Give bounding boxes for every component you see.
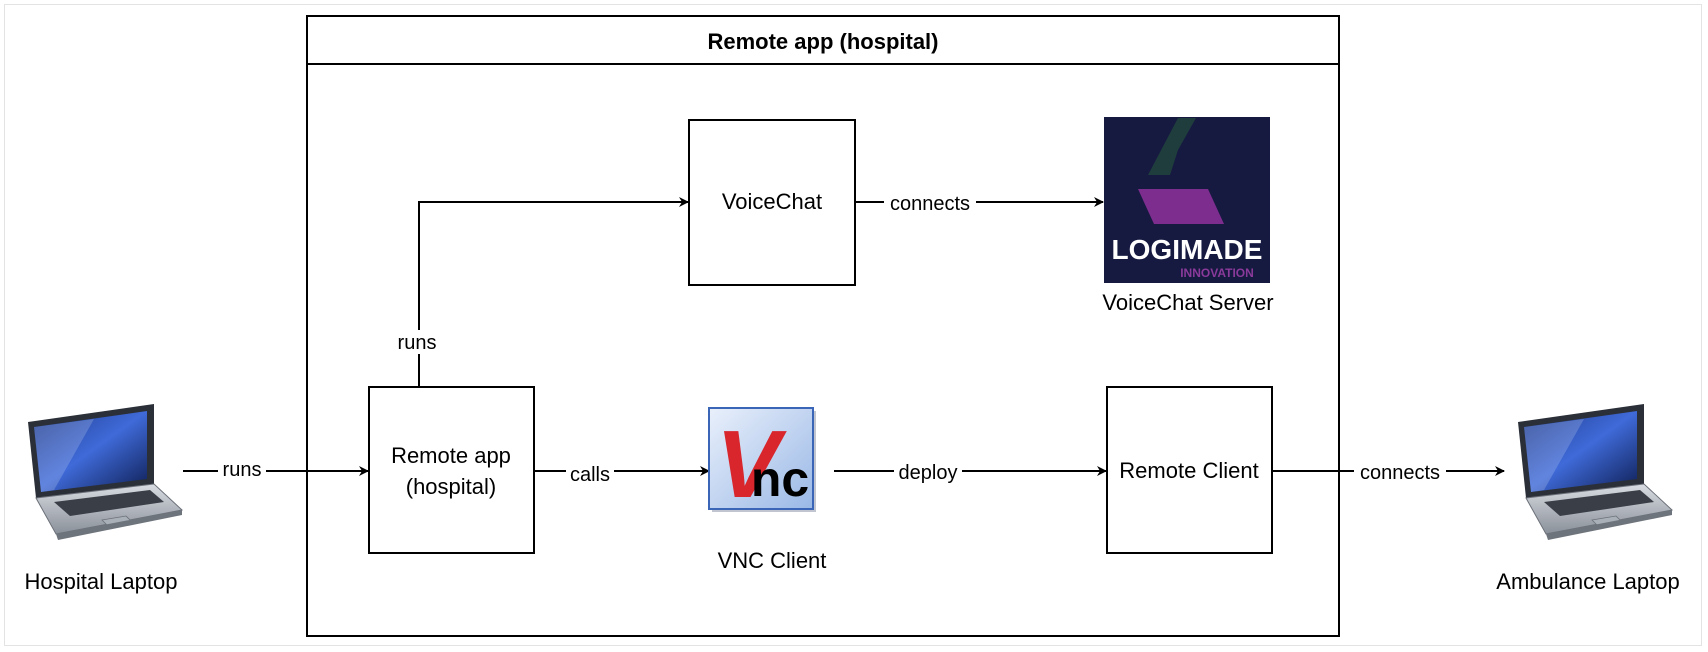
edge-app-to-voicechat: [418, 197, 689, 387]
remote-app-label-line1: Remote app: [391, 443, 511, 468]
hospital-laptop: Hospital Laptop: [25, 403, 183, 594]
voicechat-node: VoiceChat: [688, 119, 856, 286]
logo-subtext: INNOVATION: [1180, 266, 1254, 280]
voicechat-server-label: VoiceChat Server: [1102, 290, 1273, 315]
voicechat-label: VoiceChat: [722, 189, 822, 214]
hospital-laptop-label: Hospital Laptop: [25, 569, 178, 594]
logimade-logo: LOGIMADE INNOVATION: [1104, 117, 1270, 283]
laptop-icon: [1517, 403, 1673, 541]
remote-client-node: Remote Client: [1106, 386, 1273, 554]
ambulance-laptop: Ambulance Laptop: [1496, 403, 1680, 594]
edges: [183, 197, 1505, 476]
logo-text: LOGIMADE: [1112, 234, 1263, 265]
remote-app-node: Remote app (hospital): [368, 386, 535, 554]
edge-label-voice-connects: connects: [890, 193, 970, 215]
voicechat-server-node: LOGIMADE INNOVATION VoiceChat Server: [1102, 117, 1274, 315]
remote-client-label: Remote Client: [1119, 458, 1258, 483]
vnc-icon: V nc: [708, 407, 816, 518]
laptop-icon: [27, 403, 183, 541]
edge-label-laptop-runs: runs: [223, 459, 262, 481]
remote-app-label-line2: (hospital): [406, 474, 496, 499]
vnc-logo-nc: nc: [751, 451, 809, 507]
vnc-client-node: V nc VNC Client: [708, 407, 827, 573]
edge-label-vnc-deploy: deploy: [899, 462, 958, 484]
ambulance-laptop-label: Ambulance Laptop: [1496, 569, 1679, 594]
vnc-logo-v: V: [716, 411, 787, 518]
vnc-client-label: VNC Client: [718, 548, 827, 573]
edge-labels: runs runs calls connects deploy connects: [218, 191, 1446, 486]
diagram-frame: [4, 4, 1702, 646]
container-title: Remote app (hospital): [707, 29, 938, 54]
edge-label-app-runs: runs: [398, 332, 437, 354]
edge-label-client-connects: connects: [1360, 462, 1440, 484]
edge-label-app-calls: calls: [570, 464, 610, 486]
